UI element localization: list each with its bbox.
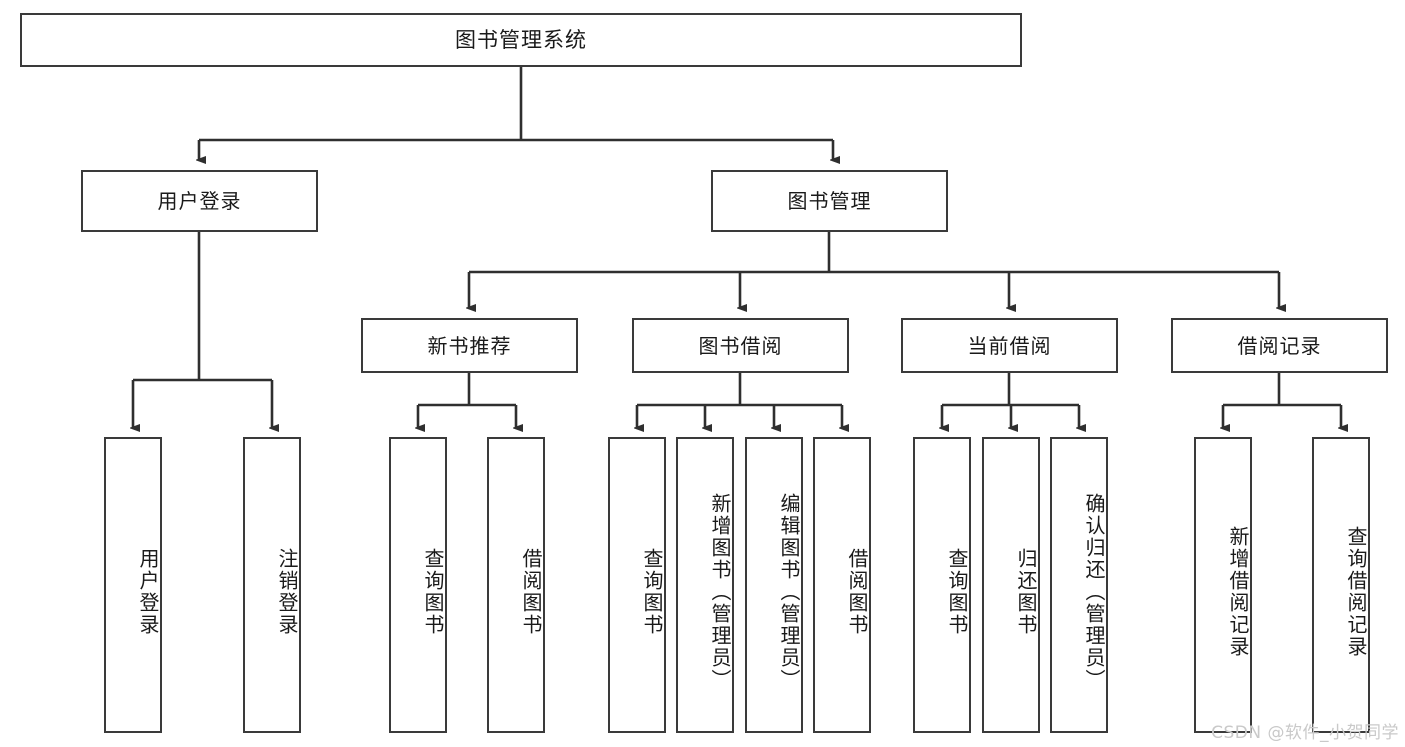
node-level3-3[interactable]: 借阅记录: [1171, 318, 1388, 373]
node-level2-0[interactable]: 用户登录: [81, 170, 318, 232]
watermark: CSDN @软件_小贺同学: [1211, 723, 1399, 743]
node-level3-1[interactable]: 图书借阅: [632, 318, 849, 373]
node-leaf-10[interactable]: 确认归还（管理员）: [1050, 437, 1108, 733]
node-level2-1[interactable]: 图书管理: [711, 170, 948, 232]
node-leaf-6[interactable]: 编辑图书（管理员）: [745, 437, 803, 733]
node-leaf-9[interactable]: 归还图书: [982, 437, 1040, 733]
node-leaf-0[interactable]: 用户登录: [104, 437, 162, 733]
node-leaf-5[interactable]: 新增图书（管理员）: [676, 437, 734, 733]
node-leaf-8[interactable]: 查询图书: [913, 437, 971, 733]
node-leaf-7[interactable]: 借阅图书: [813, 437, 871, 733]
node-leaf-12[interactable]: 查询借阅记录: [1312, 437, 1370, 733]
node-level3-2[interactable]: 当前借阅: [901, 318, 1118, 373]
node-leaf-3[interactable]: 借阅图书: [487, 437, 545, 733]
node-leaf-4[interactable]: 查询图书: [608, 437, 666, 733]
node-leaf-1[interactable]: 注销登录: [243, 437, 301, 733]
node-root[interactable]: 图书管理系统: [20, 13, 1022, 67]
node-level3-0[interactable]: 新书推荐: [361, 318, 578, 373]
node-leaf-11[interactable]: 新增借阅记录: [1194, 437, 1252, 733]
node-leaf-2[interactable]: 查询图书: [389, 437, 447, 733]
